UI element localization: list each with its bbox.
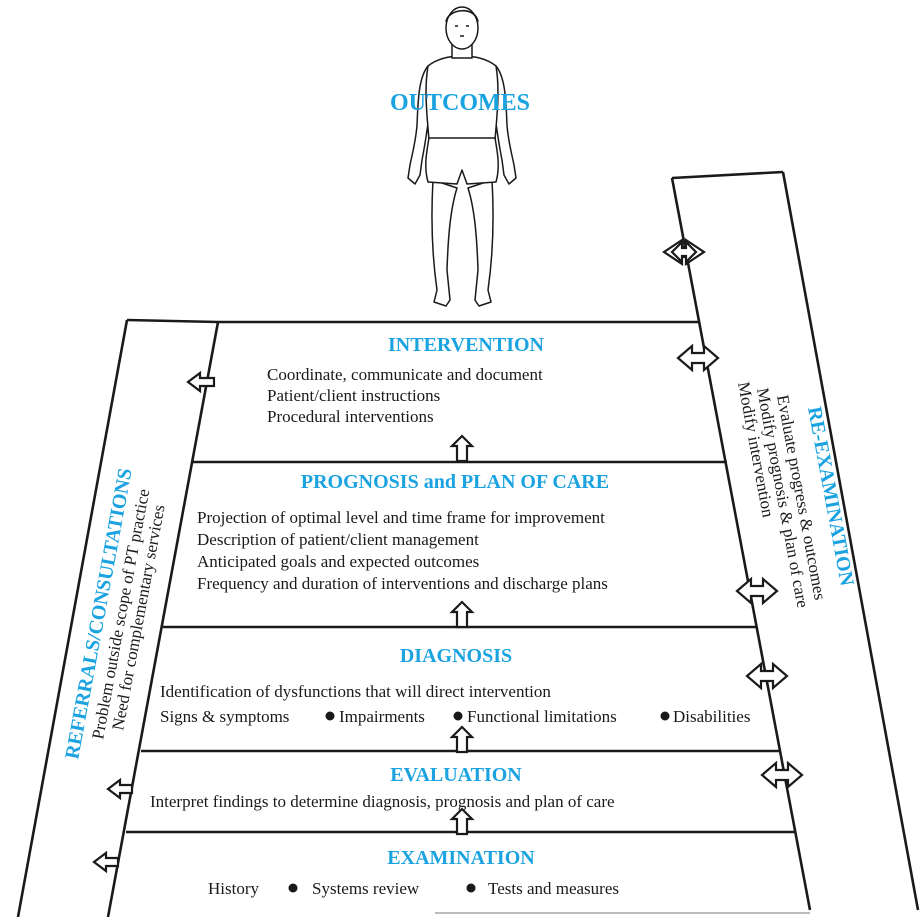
left-arrows bbox=[92, 370, 216, 874]
prognosis-item: Frequency and duration of interventions … bbox=[197, 574, 608, 593]
bullet-icon bbox=[325, 711, 335, 721]
double-arrow-icon bbox=[760, 760, 804, 790]
intervention-item: Patient/client instructions bbox=[267, 386, 440, 405]
left-column-top bbox=[126, 318, 219, 324]
right-column-top bbox=[671, 170, 784, 180]
bullet-icon bbox=[288, 883, 298, 893]
up-arrow-icon bbox=[449, 434, 475, 463]
bullet-icon bbox=[453, 711, 463, 721]
up-arrow-icon bbox=[449, 600, 475, 629]
referrals-column: REFERRALS/CONSULTATIONS Problem outside … bbox=[61, 467, 168, 761]
hair bbox=[445, 9, 479, 23]
diagnosis-line: Identification of dysfunctions that will… bbox=[160, 682, 551, 701]
right-outer-rail bbox=[781, 171, 920, 911]
shorts bbox=[425, 137, 499, 185]
reexamination-column: RE-EXAMINATION Evaluate progress & outco… bbox=[734, 380, 858, 609]
prognosis-title: PROGNOSIS and PLAN OF CARE bbox=[301, 471, 609, 493]
outcomes-title: OUTCOMES bbox=[390, 90, 530, 116]
left-leg bbox=[431, 179, 458, 307]
double-arrow-icon bbox=[735, 576, 779, 606]
diagnosis-title: DIAGNOSIS bbox=[400, 645, 512, 667]
double-arrow-icon bbox=[676, 343, 720, 373]
intervention-title: INTERVENTION bbox=[388, 334, 545, 356]
bullet-icon bbox=[466, 883, 476, 893]
evaluation-title: EVALUATION bbox=[390, 764, 522, 786]
double-arrows bbox=[662, 237, 804, 790]
double-arrow-icon bbox=[745, 661, 789, 691]
prognosis-item: Description of patient/client management bbox=[197, 530, 479, 549]
person-figure bbox=[407, 6, 517, 307]
up-arrows bbox=[449, 434, 475, 836]
prognosis-item: Projection of optimal level and time fra… bbox=[197, 508, 605, 527]
diagnosis-item: Impairments bbox=[339, 707, 425, 726]
examination-title: EXAMINATION bbox=[387, 847, 535, 869]
examination-item: Systems review bbox=[312, 879, 420, 898]
bullet-icon bbox=[660, 711, 670, 721]
right-leg bbox=[467, 179, 494, 307]
left-arrow-icon bbox=[186, 370, 216, 394]
evaluation-line: Interpret findings to determine diagnosi… bbox=[150, 792, 615, 811]
right-arm bbox=[492, 65, 517, 185]
diagnosis-item: Disabilities bbox=[673, 707, 750, 726]
left-outer-rail bbox=[16, 319, 129, 917]
diagnosis-items-row: Signs & symptoms Impairments Functional … bbox=[160, 707, 750, 726]
diagnosis-item: Functional limitations bbox=[467, 707, 617, 726]
left-inner-rail bbox=[106, 321, 220, 917]
double-arrow-icon bbox=[662, 237, 706, 267]
face bbox=[455, 25, 469, 37]
intervention-item: Coordinate, communicate and document bbox=[267, 365, 543, 384]
intervention-item: Procedural interventions bbox=[267, 407, 434, 426]
examination-item: Tests and measures bbox=[488, 879, 619, 898]
examination-item: History bbox=[208, 879, 260, 898]
left-arrow-icon bbox=[106, 777, 134, 801]
left-arrow-icon bbox=[92, 850, 120, 874]
up-arrow-icon bbox=[449, 725, 475, 754]
head bbox=[445, 6, 479, 50]
prognosis-item: Anticipated goals and expected outcomes bbox=[197, 552, 479, 571]
left-arm bbox=[407, 65, 432, 185]
examination-items-row: History Systems review Tests and measure… bbox=[208, 879, 619, 898]
diagnosis-item: Signs & symptoms bbox=[160, 707, 289, 726]
up-arrow-icon bbox=[449, 807, 475, 836]
